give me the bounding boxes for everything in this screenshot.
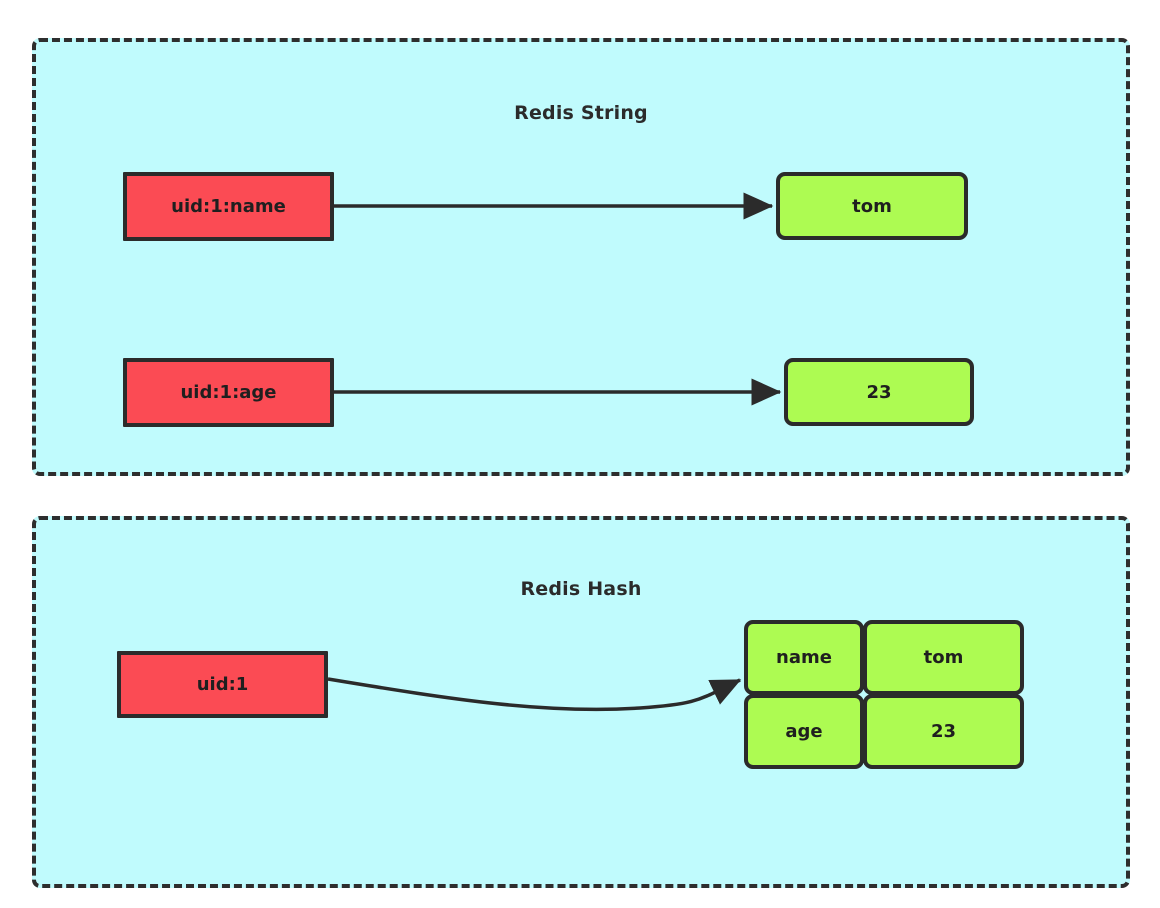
- key-box-uid-1[interactable]: uid:1: [117, 651, 328, 718]
- panel-title-redis-string: Redis String: [514, 102, 648, 124]
- value-box-23[interactable]: 23: [784, 358, 974, 426]
- key-box-uid-1-age[interactable]: uid:1:age: [123, 358, 334, 427]
- value-box-tom[interactable]: tom: [776, 172, 968, 240]
- hash-field-name[interactable]: name: [744, 620, 864, 695]
- hash-field-age[interactable]: age: [744, 694, 864, 769]
- panel-title-redis-hash: Redis Hash: [520, 578, 642, 600]
- hash-value-tom[interactable]: tom: [863, 620, 1024, 695]
- key-box-uid-1-name[interactable]: uid:1:name: [123, 172, 334, 241]
- hash-value-23[interactable]: 23: [863, 694, 1024, 769]
